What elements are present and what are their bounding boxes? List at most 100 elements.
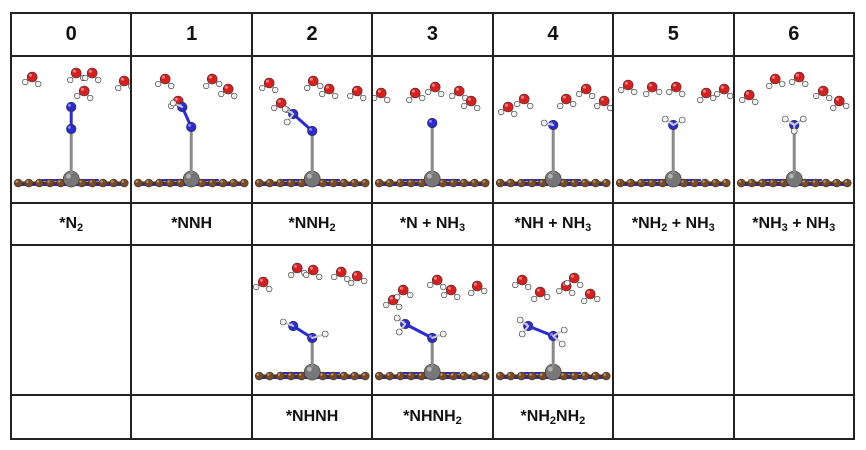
atom-highlight: [348, 94, 350, 96]
atom-highlight: [771, 75, 775, 79]
empty-cell: [9, 244, 133, 396]
oxygen-atom: [398, 284, 409, 296]
atom-highlight: [80, 87, 84, 91]
hydrogen-atom: [343, 275, 351, 283]
empty-cell: [612, 244, 735, 396]
atom-highlight: [362, 180, 365, 183]
atom-highlight: [317, 275, 319, 277]
hydrogen-atom: [373, 94, 378, 102]
atom-highlight: [595, 104, 597, 106]
atom-highlight: [723, 180, 727, 183]
atom-highlight: [644, 92, 647, 94]
oxygen-atom: [454, 85, 465, 97]
hydrogen-atom: [710, 94, 717, 102]
oxygen-atom: [472, 280, 483, 292]
atom-highlight: [830, 106, 833, 108]
atom-highlight: [412, 89, 416, 93]
atom-highlight: [349, 281, 351, 283]
atom-highlight: [384, 303, 387, 305]
hydrogen-atom: [394, 293, 401, 301]
atom-highlight: [673, 83, 677, 87]
atom-highlight: [429, 119, 433, 123]
species-label: *N2: [9, 202, 133, 246]
atom-highlight: [539, 180, 543, 183]
carbon-atom: [590, 371, 600, 381]
carbon-atom: [637, 178, 646, 188]
atom-highlight: [260, 86, 262, 88]
carbon-atom: [821, 178, 830, 188]
atom-highlight: [561, 328, 564, 330]
atom-highlight: [649, 83, 653, 87]
oxygen-atom: [743, 89, 755, 101]
atom-highlight: [782, 117, 785, 119]
atom-highlight: [199, 180, 203, 183]
atom-highlight: [277, 180, 281, 183]
atom-highlight: [432, 83, 436, 87]
atom-highlight: [812, 180, 815, 183]
carbon-atom: [396, 371, 405, 381]
empty-label-cell: [612, 394, 735, 440]
hydrogen-atom: [679, 116, 686, 124]
carbon-atom: [375, 178, 384, 188]
atom-highlight: [590, 94, 592, 96]
atom-highlight: [657, 90, 660, 92]
carbon-atom: [516, 371, 526, 381]
atom-highlight: [780, 180, 783, 183]
atom-highlight: [517, 318, 520, 320]
structure-cell: [491, 244, 615, 396]
atom-highlight: [320, 92, 322, 94]
empty-label-cell: [130, 394, 253, 440]
atom-highlight: [469, 291, 472, 293]
hydrogen-atom: [321, 330, 329, 338]
species-label: *NH3 + NH3: [732, 202, 856, 246]
nitrogen-atom: [66, 123, 77, 135]
atom-highlight: [293, 264, 297, 268]
atom-highlight: [703, 89, 707, 93]
carbon-atom: [208, 178, 218, 188]
species-label: *NHNH2: [371, 394, 494, 440]
hydrogen-atom: [218, 90, 225, 98]
atom-highlight: [536, 288, 540, 292]
atom-highlight: [66, 173, 71, 179]
atom-highlight: [204, 84, 207, 86]
atom-highlight: [440, 180, 443, 183]
atom-highlight: [288, 180, 291, 183]
hydrogen-atom: [697, 96, 704, 104]
atom-highlight: [826, 96, 829, 98]
carbon-atom: [481, 178, 490, 188]
atom-highlight: [309, 77, 313, 81]
col-header-5: 5: [612, 12, 735, 57]
hydrogen-atom: [394, 314, 401, 322]
col-header-0: 0: [9, 12, 133, 57]
oxygen-atom: [351, 85, 363, 97]
atom-highlight: [822, 180, 826, 183]
oxygen-atom: [584, 288, 596, 300]
carbon-atom: [375, 371, 384, 381]
atom-highlight: [518, 180, 521, 183]
carbon-atom: [240, 178, 249, 188]
carbon-atom: [350, 371, 359, 381]
atom-highlight: [100, 180, 103, 183]
hydrogen-atom: [155, 80, 162, 88]
header-row: 0 1 2 3 4 5 6: [9, 12, 856, 57]
hydrogen-atom: [543, 293, 550, 301]
hydrogen-atom: [95, 76, 102, 84]
hydrogen-atom: [662, 115, 669, 123]
hydrogen-atom: [461, 102, 468, 110]
carbon-atom: [166, 178, 175, 188]
atom-highlight: [58, 180, 61, 183]
col-header-6: 6: [732, 12, 856, 57]
hydrogen-atom: [115, 84, 122, 92]
hydrogen-atom: [279, 318, 287, 326]
atom-highlight: [330, 373, 334, 376]
atom-highlight: [75, 94, 78, 96]
carbon-atom: [516, 178, 526, 188]
oxygen-atom: [376, 87, 387, 99]
atom-highlight: [337, 268, 341, 272]
hydrogen-atom: [231, 92, 238, 100]
hydrogen-atom: [128, 83, 131, 89]
atom-highlight: [429, 334, 433, 338]
hydrogen-atom: [790, 127, 798, 135]
hydrogen-atom: [203, 82, 210, 90]
carbon-atom: [328, 371, 338, 381]
